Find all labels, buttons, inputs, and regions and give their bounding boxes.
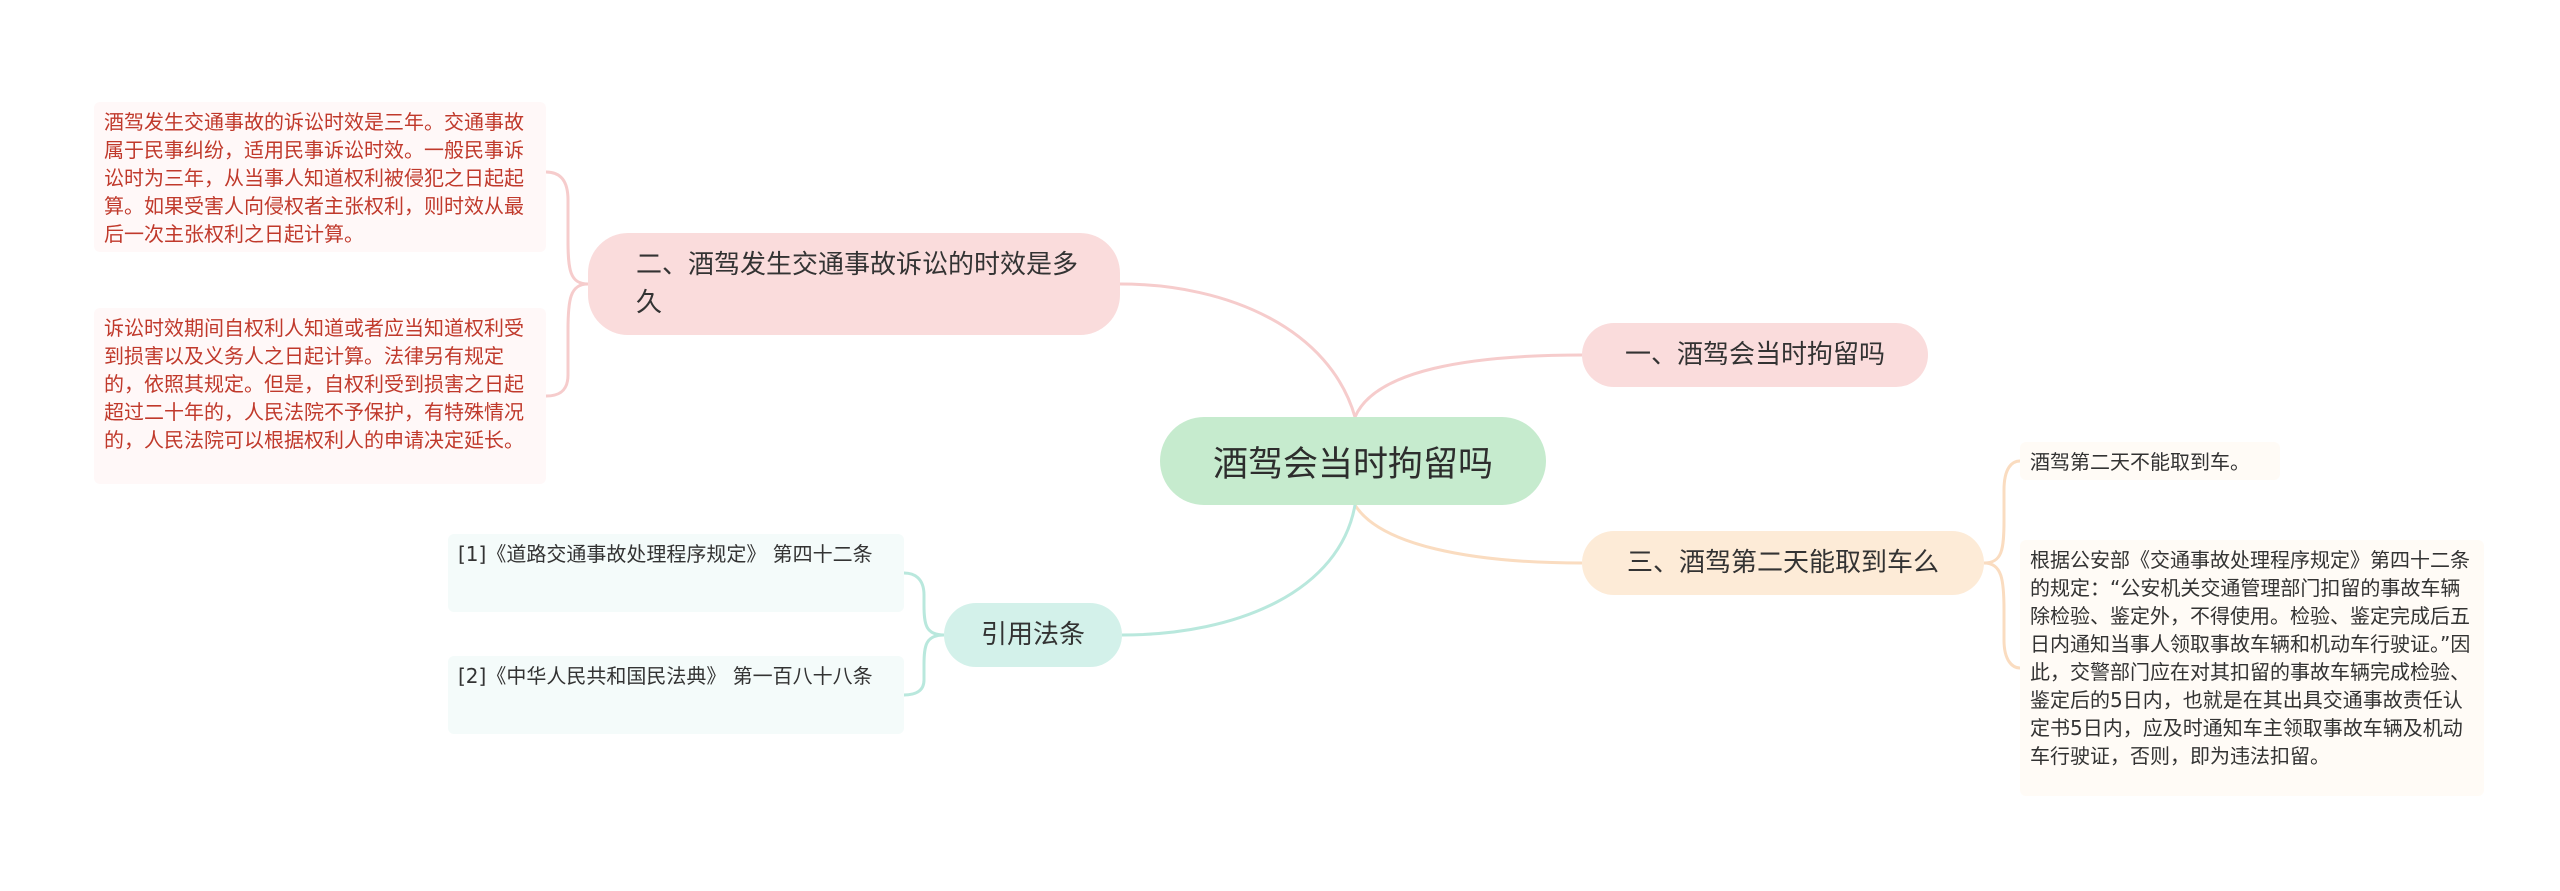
branch-node-4[interactable]: 引用法条	[944, 603, 1122, 667]
leaf-node-4-2[interactable]: [2]《中华人民共和国民法典》 第一百八十八条	[448, 656, 904, 734]
link-branch-3-leaf-2	[1983, 561, 2021, 670]
leaf-node-2-1[interactable]: 酒驾发生交通事故的诉讼时效是三年。交通事故属于民事纠纷，适用民事诉讼时效。一般民…	[94, 102, 546, 252]
link-branch-3-leaf-1	[1983, 459, 2021, 565]
link-root-branch-2	[1119, 282, 1357, 418]
leaf-node-2-2[interactable]: 诉讼时效期间自权利人知道或者应当知道权利受到损害以及义务人之日起计算。法律另有规…	[94, 308, 546, 484]
root-node[interactable]: 酒驾会当时拘留吗	[1160, 417, 1546, 505]
link-root-branch-1	[1353, 353, 1583, 418]
branch-node-3[interactable]: 三、酒驾第二天能取到车么	[1582, 531, 1984, 595]
link-branch-2-leaf-1	[545, 170, 589, 286]
link-branch-4-leaf-2	[903, 633, 945, 697]
link-root-branch-3	[1353, 504, 1583, 565]
link-branch-2-leaf-2	[545, 282, 589, 398]
branch-node-1[interactable]: 一、酒驾会当时拘留吗	[1582, 323, 1928, 387]
link-root-branch-4	[1121, 504, 1357, 637]
leaf-node-4-1[interactable]: [1]《道路交通事故处理程序规定》 第四十二条	[448, 534, 904, 612]
leaf-node-3-2[interactable]: 根据公安部《交通事故处理程序规定》第四十二条的规定：“公安机关交通管理部门扣留的…	[2020, 540, 2484, 796]
link-branch-4-leaf-1	[903, 571, 945, 637]
branch-node-2[interactable]: 二、酒驾发生交通事故诉讼的时效是多久	[588, 233, 1120, 335]
leaf-node-3-1[interactable]: 酒驾第二天不能取到车。	[2020, 442, 2280, 480]
